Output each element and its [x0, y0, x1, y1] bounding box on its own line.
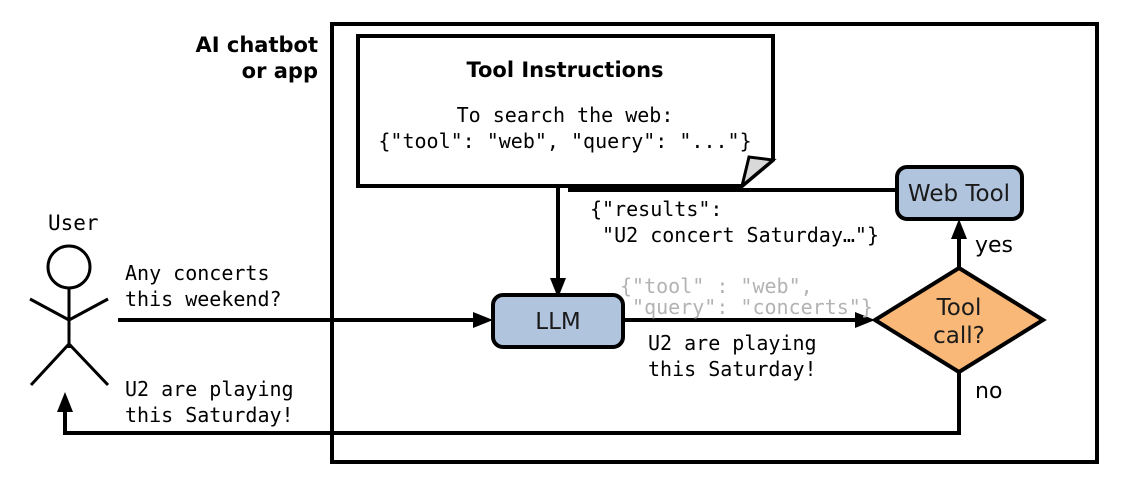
user-actor[interactable]: User	[29, 211, 110, 387]
container-label-line1: AI chatbot	[196, 33, 318, 57]
edge-label-yes: yes	[975, 233, 1013, 258]
note-fold-corner-icon	[739, 155, 777, 191]
container-label-line2: or app	[242, 59, 318, 83]
edge-label-no: no	[975, 379, 1002, 404]
edge-user-to-llm: Any concerts this weekend?	[118, 261, 493, 328]
arrowhead-into-webtool	[951, 219, 967, 239]
tool-instructions-title: Tool Instructions	[466, 58, 663, 82]
tool-instructions-body-line2: {"tool": "web", "query": "..."}	[378, 129, 751, 153]
arrowhead-into-llm-from-user	[473, 312, 493, 328]
edge-decision-to-user: no U2 are playing this Saturday!	[57, 372, 1002, 435]
user-reply-label-line2: this Saturday!	[125, 403, 294, 427]
stick-figure-icon	[29, 244, 110, 387]
toolcall-json-label-line1: {"tool" : "web",	[620, 274, 813, 298]
web-tool-shape	[895, 165, 1024, 221]
edge-llm-to-decision: {"tool" : "web", "query": "concerts"} U2…	[620, 274, 875, 381]
tool-call-label-line2: call?	[933, 323, 985, 349]
llm-answer-label-line2: this Saturday!	[648, 357, 817, 381]
web-tool-node[interactable]: Web Tool	[895, 165, 1024, 221]
llm-answer-label-line1: U2 are playing	[648, 331, 817, 355]
arrowhead-into-user	[57, 392, 73, 412]
results-label-line2: "U2 concert Saturday…"}	[590, 223, 879, 247]
user-label: User	[48, 211, 99, 235]
llm-node[interactable]: LLM	[491, 293, 625, 349]
web-tool-label: Web Tool	[908, 181, 1010, 207]
results-label-line1: {"results":	[590, 197, 722, 221]
arrowhead-into-llm	[550, 278, 566, 298]
user-question-label-line1: Any concerts	[125, 261, 270, 285]
tool-instructions-node[interactable]: Tool Instructions To search the web: {"t…	[356, 34, 777, 191]
user-reply-label-line1: U2 are playing	[125, 377, 294, 401]
tool-call-decision-node[interactable]: Tool call?	[871, 265, 1047, 375]
edge-decision-to-webtool: yes	[951, 219, 1013, 268]
user-question-label-line2: this weekend?	[125, 287, 282, 311]
tool-call-label-line1: Tool	[936, 295, 982, 321]
toolcall-json-label-line2: "query": "concerts"}	[620, 295, 873, 319]
tool-instructions-body-line1: To search the web:	[457, 103, 674, 127]
edge-instructions-to-llm	[550, 186, 566, 298]
edge-webtool-to-llm: {"results": "U2 concert Saturday…"}	[568, 188, 897, 247]
arrowhead-into-decision	[855, 312, 875, 328]
llm-label: LLM	[535, 309, 580, 335]
